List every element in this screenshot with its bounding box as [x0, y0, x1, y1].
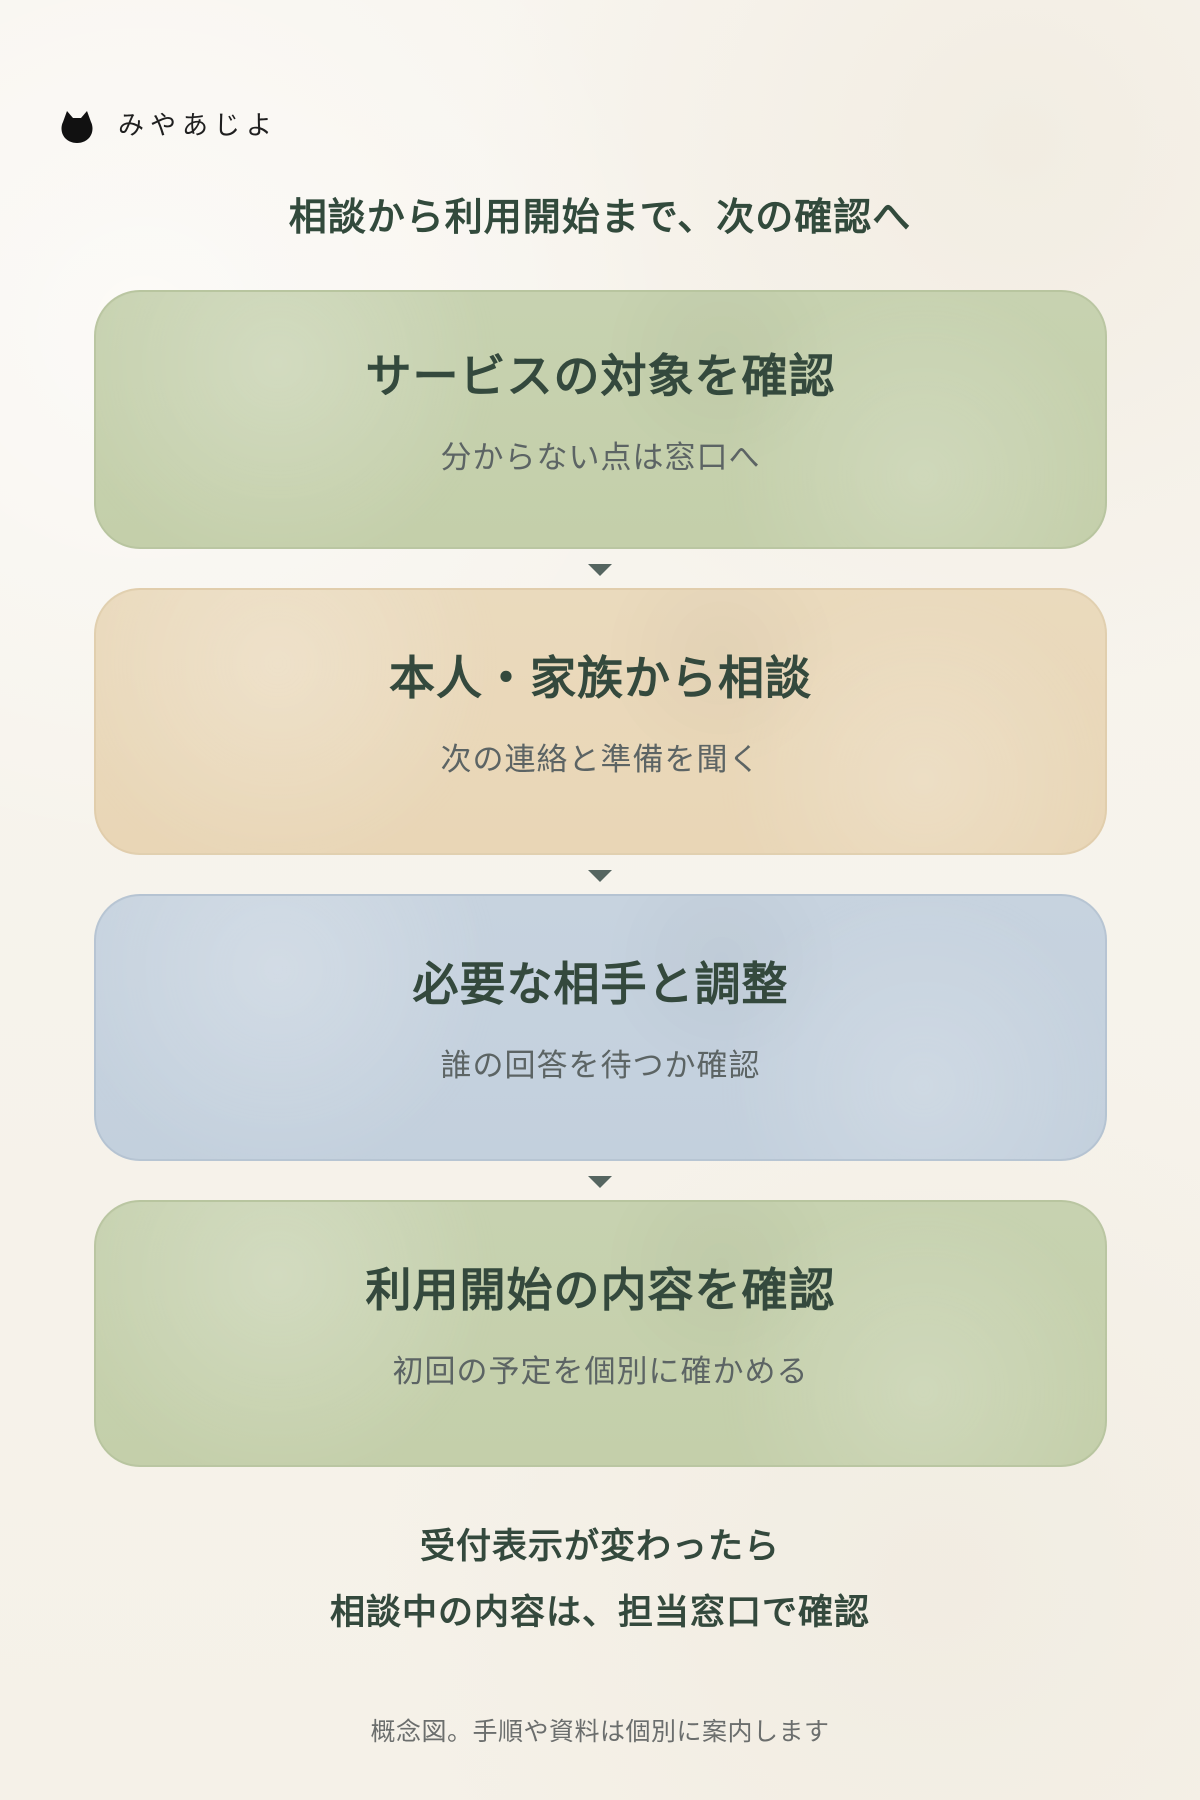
arrow-down-icon [588, 870, 612, 882]
step-2-subtitle: 次の連絡と準備を聞く [440, 742, 761, 778]
step-4-title: 利用開始の内容を確認 [365, 1263, 836, 1317]
brand: みやあじよ [58, 106, 278, 146]
step-1-title: サービスの対象を確認 [365, 349, 836, 403]
footer-note: 概念図。手順や資料は個別に案内します [370, 1717, 830, 1746]
footer-line-2: 相談中の内容は、担当窓口で確認 [329, 1593, 870, 1633]
page-title: 相談から利用開始まで、次の確認へ [288, 195, 912, 239]
arrow-down-icon [588, 564, 612, 576]
step-3-subtitle: 誰の回答を待つか確認 [440, 1048, 761, 1084]
step-2-title: 本人・家族から相談 [389, 651, 812, 705]
step-3-title: 必要な相手と調整 [412, 957, 789, 1011]
arrow-down-icon [588, 1176, 612, 1188]
step-card-3: 必要な相手と調整 誰の回答を待つか確認 [94, 894, 1107, 1161]
step-4-subtitle: 初回の予定を個別に確かめる [392, 1354, 809, 1390]
step-1-subtitle: 分からない点は窓口へ [440, 440, 761, 476]
cat-icon [61, 111, 93, 143]
brand-name: みやあじよ [118, 111, 279, 141]
step-card-2: 本人・家族から相談 次の連絡と準備を聞く [94, 588, 1107, 855]
footer-line-1: 受付表示が変わったら [419, 1527, 780, 1567]
step-card-4: 利用開始の内容を確認 初回の予定を個別に確かめる [94, 1200, 1107, 1467]
step-card-1: サービスの対象を確認 分からない点は窓口へ [94, 290, 1107, 549]
